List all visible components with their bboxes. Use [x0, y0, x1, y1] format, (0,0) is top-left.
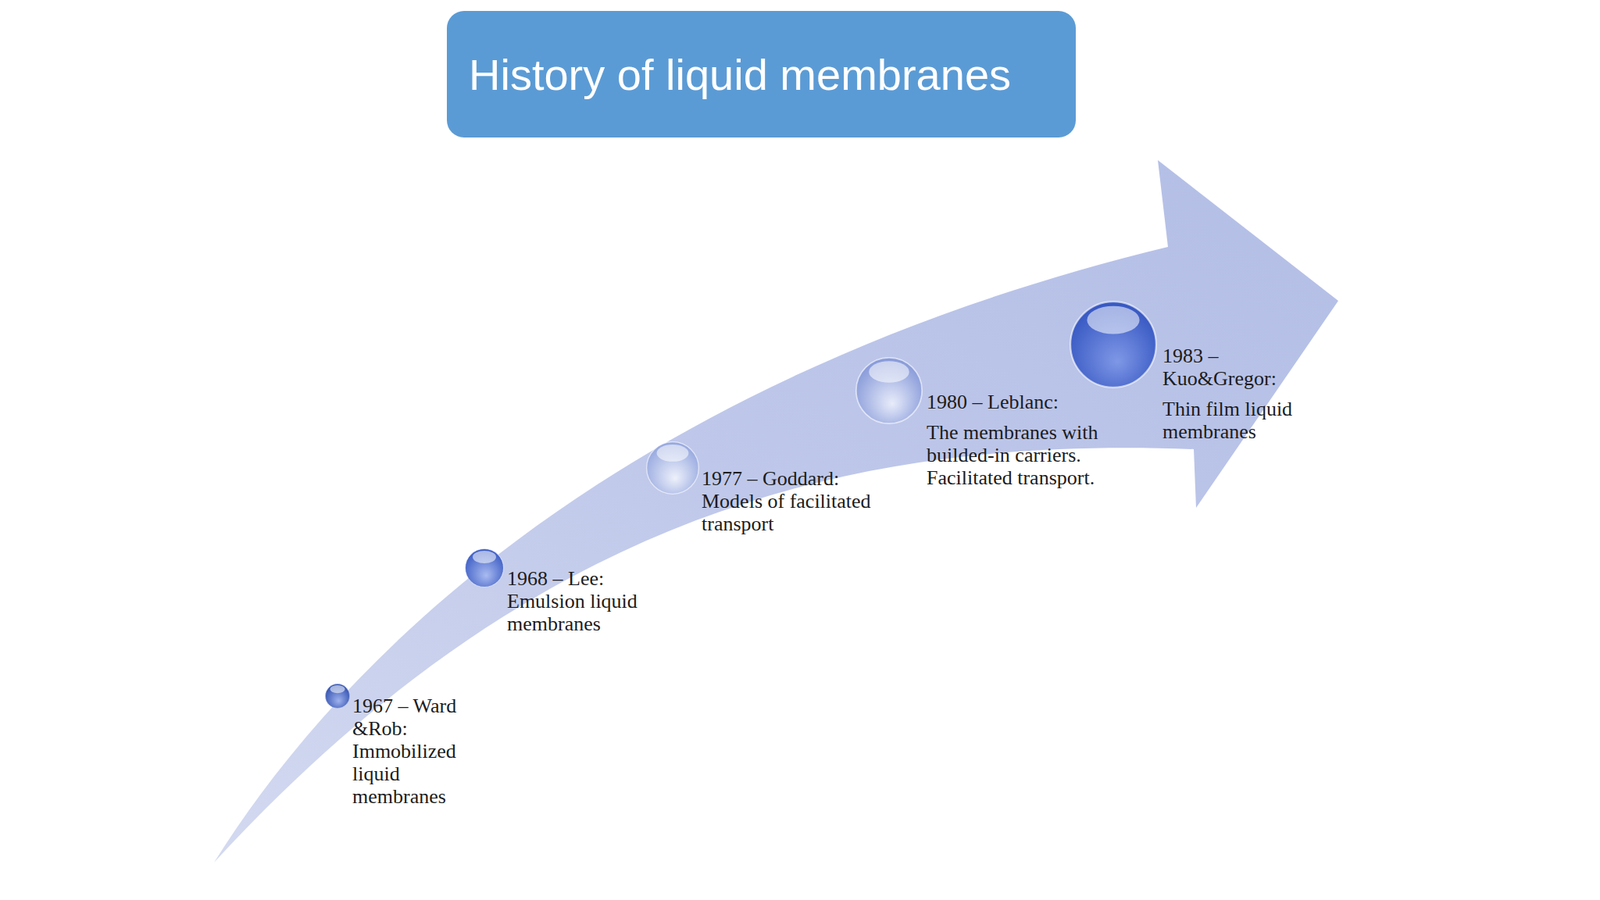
sphere-highlight — [329, 685, 345, 693]
milestone-text: 1983 – Kuo&Gregor: Thin film liquid membr… — [1162, 344, 1305, 443]
milestone-text: 1977 – Goddard: Models of facilitated tr… — [701, 467, 893, 536]
milestone-node: 1967 – Ward &Rob: Immobilized liquid mem… — [325, 683, 350, 709]
milestone-sphere — [325, 683, 350, 709]
title: History of liquid membranes — [468, 49, 1011, 100]
milestone-node: 1983 – Kuo&Gregor:Thin film liquid membr… — [1069, 300, 1158, 389]
milestone-description: Thin film liquid membranes — [1162, 397, 1305, 443]
milestone-text: 1980 – Leblanc: The membranes with builde… — [926, 390, 1122, 490]
sphere-highlight — [868, 360, 910, 383]
sphere-highlight — [657, 444, 690, 462]
milestone-node: 1968 – Lee: Emulsion liquid membranes — [464, 548, 504, 588]
milestone-text: 1967 – Ward &Rob: Immobilized liquid mem… — [352, 694, 470, 808]
milestone-sphere — [464, 548, 504, 588]
sphere-highlight — [472, 550, 497, 564]
sphere-body — [646, 442, 700, 495]
sphere-highlight — [1086, 306, 1140, 335]
milestone-sphere — [855, 357, 923, 425]
sphere-body — [325, 683, 350, 708]
arrow-shape — [214, 160, 1339, 863]
milestone-heading: 1977 – Goddard: Models of facilitated tr… — [701, 467, 893, 536]
milestone-description: The membranes with builded-in carriers. … — [926, 421, 1122, 490]
sphere-body — [465, 549, 504, 588]
milestone-text: 1968 – Lee: Emulsion liquid membranes — [507, 567, 656, 636]
title-box: History of liquid membranes — [446, 10, 1076, 138]
milestone-heading: 1968 – Lee: Emulsion liquid membranes — [507, 567, 656, 636]
milestone-heading: 1980 – Leblanc: — [926, 390, 1122, 414]
milestone-heading: 1967 – Ward &Rob: Immobilized liquid mem… — [352, 694, 470, 808]
milestone-heading: 1983 – Kuo&Gregor: — [1162, 344, 1305, 390]
sphere-body — [856, 357, 922, 424]
milestone-node: 1977 – Goddard: Models of facilitated tr… — [646, 441, 700, 495]
milestone-sphere — [646, 441, 700, 495]
milestone-node: 1980 – Leblanc:The membranes with builde… — [855, 357, 923, 425]
milestone-sphere — [1069, 300, 1158, 389]
sphere-body — [1070, 301, 1157, 388]
